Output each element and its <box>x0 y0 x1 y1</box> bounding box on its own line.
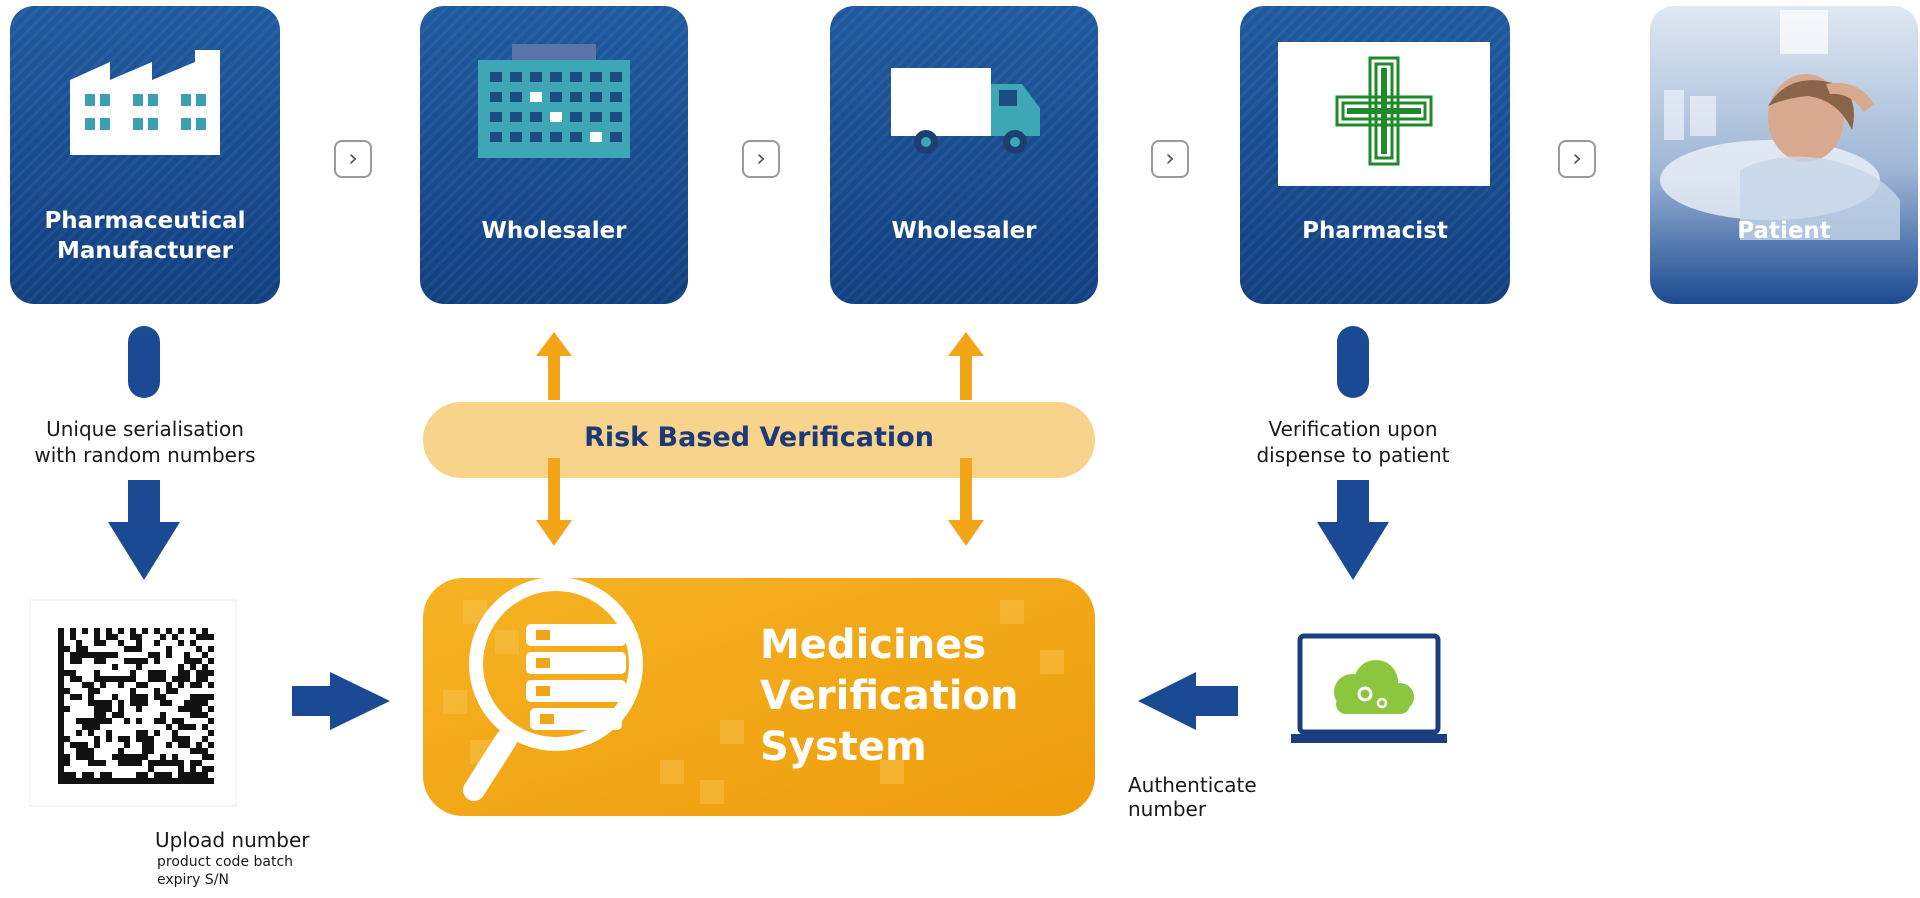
datamatrix-code <box>29 599 237 807</box>
chain-arrow-4 <box>1558 140 1596 178</box>
arrow-code-to-mvs <box>292 672 390 730</box>
chain-arrow-1 <box>334 140 372 178</box>
risk-band-label: Risk Based Verification <box>584 422 934 453</box>
risk-band <box>423 402 1095 478</box>
database-search-icon <box>463 577 643 801</box>
cloud-gear-icon <box>1334 660 1414 714</box>
actor-title-wholesaler-2: Wholesaler <box>891 218 1037 244</box>
chain-arrow-glyph-3: › <box>1165 144 1175 172</box>
down-arrow-left <box>108 326 180 580</box>
right-flow-label: Verification upon dispense to patient <box>1256 417 1450 467</box>
actor-title-wholesaler-1: Wholesaler <box>481 218 627 244</box>
arrow-laptop-to-mvs <box>1138 672 1238 730</box>
pharmacy-cross-icon <box>1278 42 1490 186</box>
card-wholesaler-2 <box>830 6 1098 304</box>
patient-photo <box>1660 10 1900 240</box>
truck-icon <box>891 68 1040 154</box>
left-flow-label: Unique serialisation with random numbers <box>34 417 256 467</box>
building-icon <box>478 44 630 158</box>
factory-icon <box>70 50 220 155</box>
down-arrow-right <box>1317 326 1389 580</box>
double-arrow-1 <box>536 332 572 546</box>
authenticate-label: Authenticate number <box>1128 773 1257 821</box>
mvs-title: Medicines Verification System <box>760 622 1019 770</box>
actor-title-pharmacist: Pharmacist <box>1302 218 1448 244</box>
actor-title-patient: Patient <box>1737 218 1831 244</box>
chain-arrow-glyph-2: › <box>756 144 766 172</box>
upload-sub-label: product code batch expiry S/N <box>157 854 294 888</box>
chain-arrow-glyph-1: › <box>348 144 358 172</box>
chain-arrow-2 <box>742 140 780 178</box>
chain-arrow-3 <box>1151 140 1189 178</box>
double-arrow-2 <box>948 332 984 546</box>
chain-arrow-glyph-4: › <box>1572 144 1582 172</box>
actor-title-manufacturer: Pharmaceutical Manufacturer <box>44 208 246 264</box>
upload-label: Upload number <box>155 828 310 852</box>
